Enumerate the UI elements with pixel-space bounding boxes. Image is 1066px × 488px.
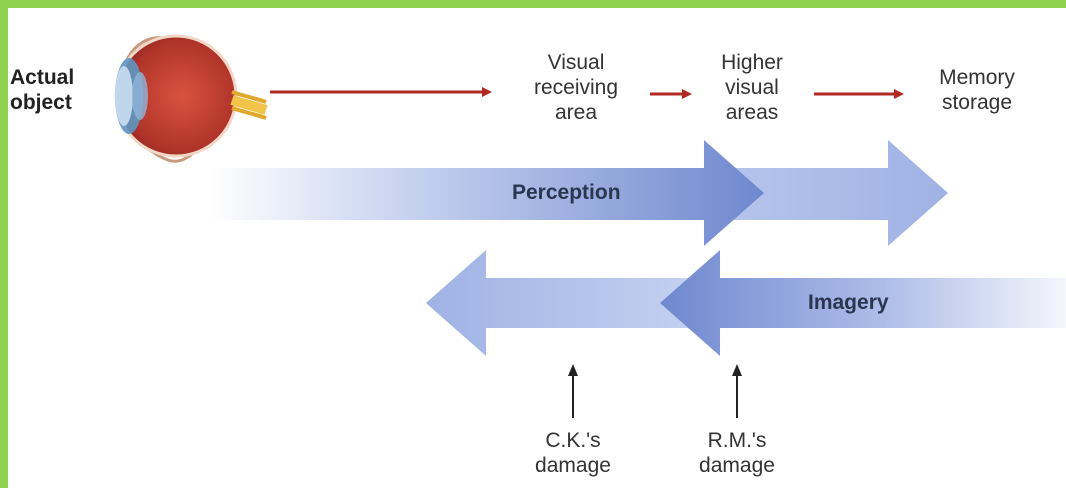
perception-label: Perception [512, 181, 621, 204]
actual-object-label: Actual object [10, 66, 75, 114]
rm-damage-arrow [732, 364, 742, 418]
stage-memory-storage-label: Memory storage [939, 66, 1015, 114]
imagery-label: Imagery [808, 291, 889, 314]
perception-arrow [208, 140, 764, 246]
stage-higher-visual-label: Higher visual areas [721, 51, 783, 124]
imagery-arrow [660, 250, 1066, 356]
diagram-canvas: Actual object Visual receiving area High… [8, 8, 1066, 488]
imagery-arrow-secondary [426, 250, 708, 356]
ck-damage-label: C.K.'s damage [535, 429, 611, 477]
perception-arrow-secondary [708, 140, 948, 246]
eye-icon [114, 34, 268, 163]
stage-visual-receiving-label: Visual receiving area [533, 51, 619, 124]
ck-damage-arrow [568, 364, 578, 418]
rm-damage-label: R.M.'s damage [699, 429, 775, 477]
diagram-graphics [114, 34, 1066, 418]
